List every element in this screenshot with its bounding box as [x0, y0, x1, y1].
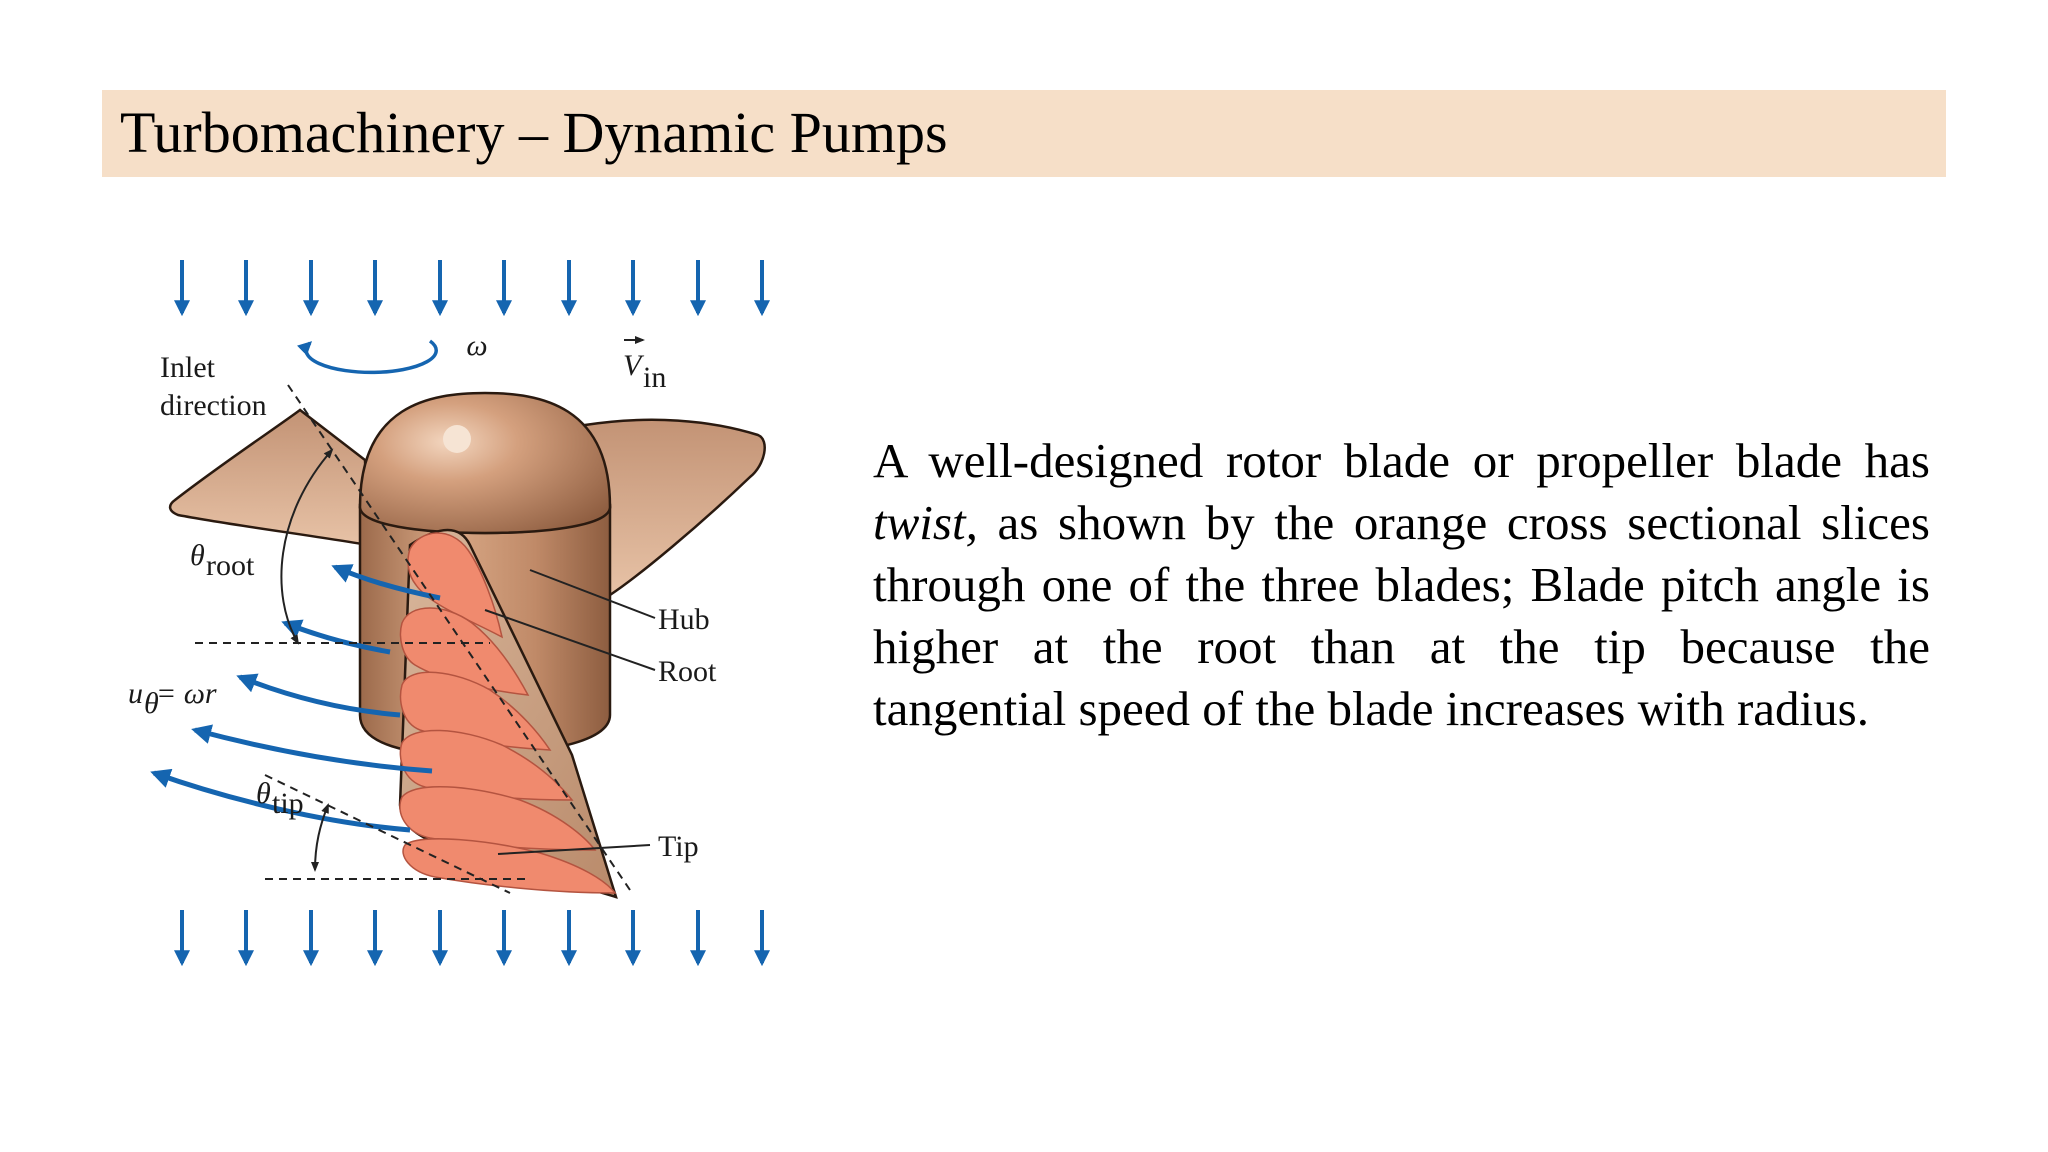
- label-theta-tip-symbol: θ: [256, 777, 271, 810]
- label-hub: Hub: [658, 603, 710, 636]
- dome-highlight: [443, 425, 471, 453]
- slide-title: Turbomachinery – Dynamic Pumps: [120, 100, 948, 165]
- label-v-in-symbol: V: [623, 349, 645, 382]
- reference-lines: [195, 384, 631, 894]
- description-part-2: as shown by the orange cross sectional s…: [873, 495, 1931, 736]
- label-u-theta: u θ = ωr: [128, 677, 217, 720]
- blade-slices: [399, 532, 617, 894]
- right-blade: [583, 418, 766, 597]
- theta-tip-arc: [311, 803, 329, 872]
- description-paragraph: A well-designed rotor blade or propeller…: [873, 430, 1930, 740]
- label-u-subscript: θ: [144, 687, 159, 720]
- outflow-arrows-bottom: [174, 910, 770, 967]
- label-u-equation: = ωr: [156, 677, 217, 710]
- label-direction: direction: [160, 389, 267, 422]
- description-part-1: A well-designed rotor blade or propeller…: [873, 433, 1930, 488]
- flow-arrow-icon: [150, 768, 411, 833]
- hub-dome: [358, 391, 612, 535]
- label-theta-tip-subscript: tip: [272, 787, 304, 820]
- flow-arrow-icon: [191, 724, 433, 774]
- label-inlet: Inlet: [160, 351, 216, 384]
- inflow-arrows-top: [174, 260, 770, 317]
- description-emphasis: twist,: [873, 495, 978, 550]
- label-omega: ω: [466, 329, 487, 362]
- label-theta-root-symbol: θ: [190, 539, 205, 572]
- label-v-in: V in: [623, 336, 666, 394]
- theta-root-arc: [280, 448, 334, 645]
- title-band: Turbomachinery – Dynamic Pumps: [102, 90, 1946, 177]
- label-theta-tip: θ tip: [256, 777, 304, 820]
- rotor-blade-figure: Inlet direction ω V in θ root u θ = ωr θ…: [110, 225, 810, 1025]
- label-v-in-subscript: in: [643, 361, 666, 394]
- flow-arrow-icon: [236, 673, 401, 718]
- label-theta-root-subscript: root: [206, 549, 255, 582]
- flow-arrow-icon: [331, 564, 441, 601]
- label-tip: Tip: [658, 830, 699, 863]
- label-theta-root: θ root: [190, 539, 255, 582]
- flow-arrows: [150, 564, 441, 833]
- left-blade: [168, 408, 370, 547]
- label-u-symbol: u: [128, 677, 143, 710]
- label-root: Root: [658, 655, 717, 688]
- rotation-arrow-icon: [297, 339, 438, 375]
- leader-lines: [484, 569, 656, 855]
- rotor-blade-diagram: Inlet direction ω V in θ root u θ = ωr θ…: [128, 260, 770, 967]
